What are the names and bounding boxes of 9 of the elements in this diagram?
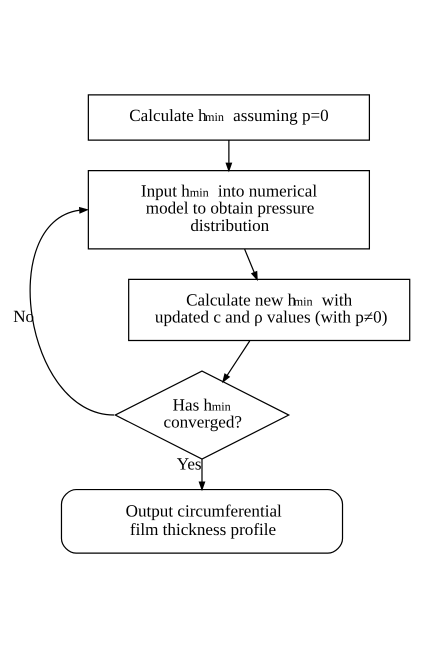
node-box: Calculate hmin assuming p=0 [88,94,370,140]
node-box: Output circumferential film thickness profile [60,488,344,554]
arrow [222,340,250,383]
node-box: Input hmin into numerical model to obtain pressure distribution [88,170,370,249]
arrow [30,206,114,416]
arrow [225,140,232,172]
arrow [198,458,206,491]
arrow [244,248,258,281]
node-diamond: Has hmin converged? [114,370,290,460]
